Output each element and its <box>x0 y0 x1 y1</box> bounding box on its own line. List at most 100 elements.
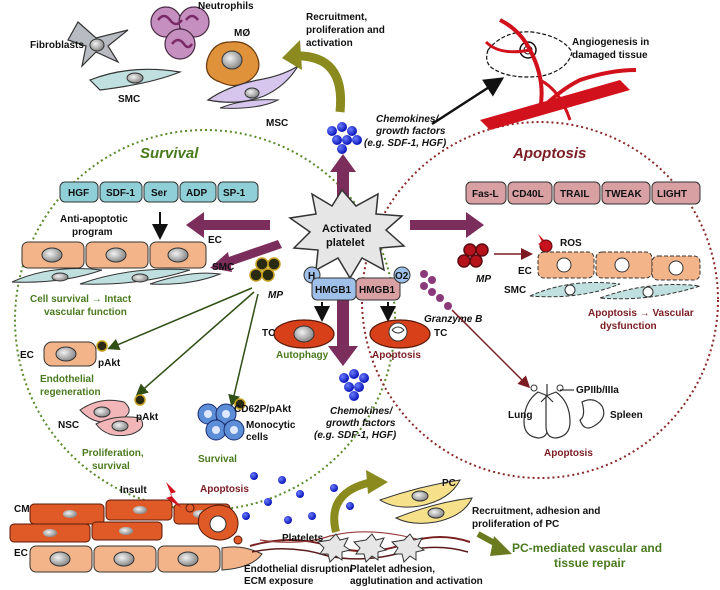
o2-circle <box>393 266 411 284</box>
tc-autophagy-cell <box>273 319 335 349</box>
prolif-line-1: Proliferation, <box>82 448 144 459</box>
survival-factor-boxes: HGF SDF-1 Ser ADP SP-1 <box>59 181 259 203</box>
cell-survival-line-1: Cell survival → Intact <box>30 294 132 305</box>
factor-tweak: TWEAK <box>605 189 642 200</box>
vascular-dysfunction-line-2: dysfunction <box>600 321 657 332</box>
insult-lightning-icon <box>166 482 182 508</box>
recruitment-pc-line-1: Recruitment, adhesion and <box>472 506 600 517</box>
recruitment-line-1: Recruitment, <box>306 12 367 23</box>
factor-fasl: Fas-L <box>472 189 499 200</box>
cd62p-label: CD62P/pAkt <box>234 404 292 415</box>
ros-lightning-icon <box>538 234 548 250</box>
tc-apoptosis-cell <box>369 319 431 349</box>
spleen-icon <box>579 399 605 429</box>
lung-label: Lung <box>508 410 532 421</box>
apoptosis-ec-label: EC <box>518 266 532 277</box>
platelet-adhesion-line-2: agglutination and activation <box>350 576 483 587</box>
tc-left-label: TC <box>262 328 275 339</box>
apoptosis-smc-label: SMC <box>504 285 526 296</box>
platelets-label: Platelets <box>282 533 324 544</box>
survival-title: Survival <box>140 145 199 162</box>
factor-sdf1: SDF-1 <box>106 188 135 199</box>
autophagy-label: Autophagy <box>276 350 329 361</box>
apoptosis-factor-boxes: Fas-L CD40L TRAIL TWEAK LIGHT <box>465 181 701 205</box>
survival-ec-layer <box>21 241 207 269</box>
top-smc-cell <box>88 68 183 91</box>
bottom-ec-layer <box>29 545 263 573</box>
angiogenesis-illustration <box>480 18 637 130</box>
cell-survival-line-2: vascular function <box>44 307 127 318</box>
anti-apoptotic-line-2: program <box>72 227 113 238</box>
recruitment-line-2: proliferation and <box>306 25 385 36</box>
neutrophils-cluster <box>150 6 210 60</box>
pc-mediated-line-1: PC-mediated vascular and <box>512 541 662 555</box>
angiogenesis-line-2: damaged tissue <box>572 50 648 61</box>
platelet-line-1: Activated <box>322 223 372 235</box>
platelet-arrows <box>186 154 484 366</box>
factor-hgf: HGF <box>68 188 89 199</box>
apoptosis-title: Apoptosis <box>512 145 586 162</box>
cm-label: CM <box>14 504 30 515</box>
ros-label: ROS <box>560 238 582 249</box>
pc-arrow-head <box>366 470 388 494</box>
endothelial-disruption-line-2: ECM exposure <box>244 576 314 587</box>
spleen-label: Spleen <box>610 410 643 421</box>
pc-cells <box>378 479 473 524</box>
gpiib-label: GPIIb/IIIa <box>576 385 619 396</box>
pc-mediated-line-2: tissue repair <box>554 556 626 570</box>
monocytic-line-1: Monocytic <box>246 420 296 431</box>
chemokines-top-text: Chemokines/ growth factors (e.g. SDF-1, … <box>364 114 447 149</box>
factor-sp1: SP-1 <box>223 188 246 199</box>
top-smc-label: SMC <box>118 94 140 105</box>
chemokines-bottom-line-3: (e.g. SDF-1, HGF) <box>314 430 397 441</box>
factor-trail: TRAIL <box>560 189 589 200</box>
activated-platelets-small <box>316 533 426 563</box>
anti-apoptotic-line-1: Anti-apoptotic <box>60 214 128 225</box>
chemokines-bottom-line-2: growth factors <box>325 418 396 429</box>
survival-smc-label: SMC <box>212 262 234 273</box>
bottom-apoptosis-label: Apoptosis <box>200 484 249 495</box>
angiogenesis-line-1: Angiogenesis in <box>572 37 649 48</box>
apoptosis-smc-layer <box>529 282 701 300</box>
pc-curved-arrow <box>330 478 373 533</box>
angiogenesis-text: Angiogenesis in damaged tissue <box>572 37 649 61</box>
mp-to-ec-arrow <box>107 287 253 351</box>
recruitment-curved-arrow <box>293 51 346 113</box>
endothelial-disruption-line-1: Endothelial disruption/ <box>244 564 353 575</box>
hmgb1-right-label: HMGB1 <box>359 285 396 296</box>
survival-sub-label: Survival <box>198 454 237 465</box>
mp-to-nsc-arrow <box>135 291 255 396</box>
vascular-dysfunction-line-1: Apoptosis → Vascular <box>588 308 694 319</box>
factor-light: LIGHT <box>657 189 687 200</box>
survival-ec-label: EC <box>208 235 222 246</box>
granzyme-to-organs-arrow <box>451 309 531 389</box>
mp-to-monocyte-arrow <box>228 293 259 407</box>
angiogenesis-arrow <box>431 77 505 126</box>
factor-adp: ADP <box>186 188 207 199</box>
survival-mp-cluster <box>249 257 281 282</box>
chemokines-top-particles <box>327 122 362 154</box>
regen-pakt-label: pAkt <box>98 358 121 369</box>
platelet-dots <box>242 472 354 524</box>
neutrophils-label: Neutrophils <box>198 1 254 12</box>
msc-label: MSC <box>266 118 288 129</box>
macrophage-cell <box>205 41 260 87</box>
pc-mediated-arrow-head <box>490 536 512 556</box>
platelet-adhesion-line-1: Platelet adhesion, <box>350 564 435 575</box>
lung-icon <box>523 384 571 439</box>
fibroblast-cell <box>67 21 129 68</box>
apoptosis-mp-label: MP <box>476 274 491 285</box>
endothelial-regen-line-1: Endothelial <box>40 374 94 385</box>
regen-ec-label: EC <box>20 350 34 361</box>
mo-label: MØ <box>234 28 250 39</box>
prolif-line-2: survival <box>92 461 130 472</box>
chemokines-top-line-1: Chemokines/ <box>376 114 439 125</box>
recruitment-arrow-head <box>282 40 302 70</box>
apoptosis-ec-layer <box>537 251 701 281</box>
chemokines-bottom-text: Chemokines/ growth factors (e.g. SDF-1, … <box>314 406 397 441</box>
hmgb1-right-box <box>355 277 401 301</box>
insult-label: Insult <box>120 485 147 496</box>
bottom-ec-label: EC <box>14 548 28 559</box>
